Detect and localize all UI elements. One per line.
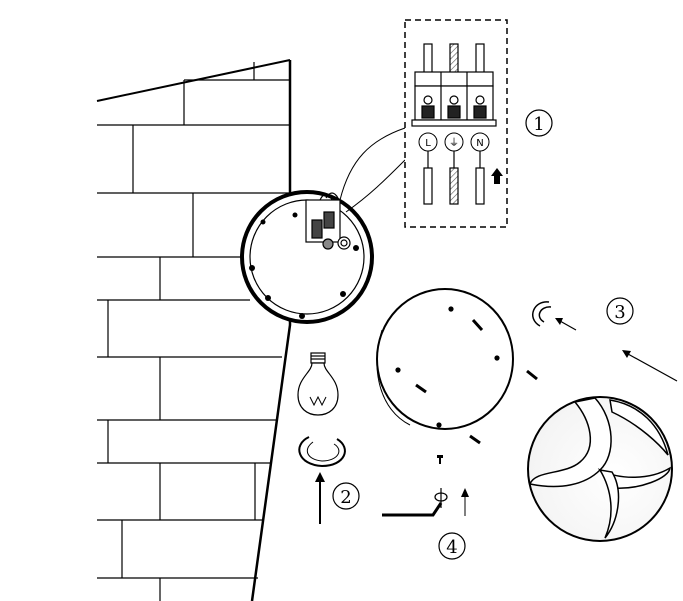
arrow-up-icon (315, 472, 325, 524)
step-1-label: 1 (533, 114, 544, 135)
screw-icon (434, 488, 448, 508)
base-plate (240, 190, 374, 324)
wiring-detail-box: L ⏚ N (404, 19, 508, 228)
light-bulb-icon (297, 352, 339, 416)
screw-icon (437, 455, 443, 464)
wall-bricks (96, 59, 292, 601)
step-4-marker: 4 (438, 532, 466, 560)
screw-icon (249, 212, 359, 319)
glass-globe (527, 396, 673, 542)
step-3-marker: 3 (606, 297, 634, 325)
callout-lines (339, 127, 406, 213)
cover-plate (376, 288, 538, 445)
arrow-up-icon (491, 168, 503, 184)
terminal-n-label: N (476, 138, 483, 149)
retaining-ring-icon (298, 436, 346, 468)
cage-bars (528, 397, 671, 539)
step-1-marker: 1 (525, 109, 553, 137)
allen-key-icon (382, 502, 443, 517)
step-2-marker: 2 (332, 482, 360, 510)
screw-icon (395, 306, 538, 445)
terminal-earth-label: ⏚ (449, 137, 459, 149)
connector-block (411, 71, 497, 127)
terminal-l-label: L (425, 138, 431, 149)
step-3-label: 3 (614, 302, 625, 323)
step-2-label: 2 (340, 487, 351, 508)
arrow-up-icon (461, 488, 469, 516)
step-4-label: 4 (446, 537, 457, 558)
arrow-icon (555, 318, 678, 382)
connector-block (305, 192, 351, 250)
retaining-ring-icon (531, 301, 552, 327)
